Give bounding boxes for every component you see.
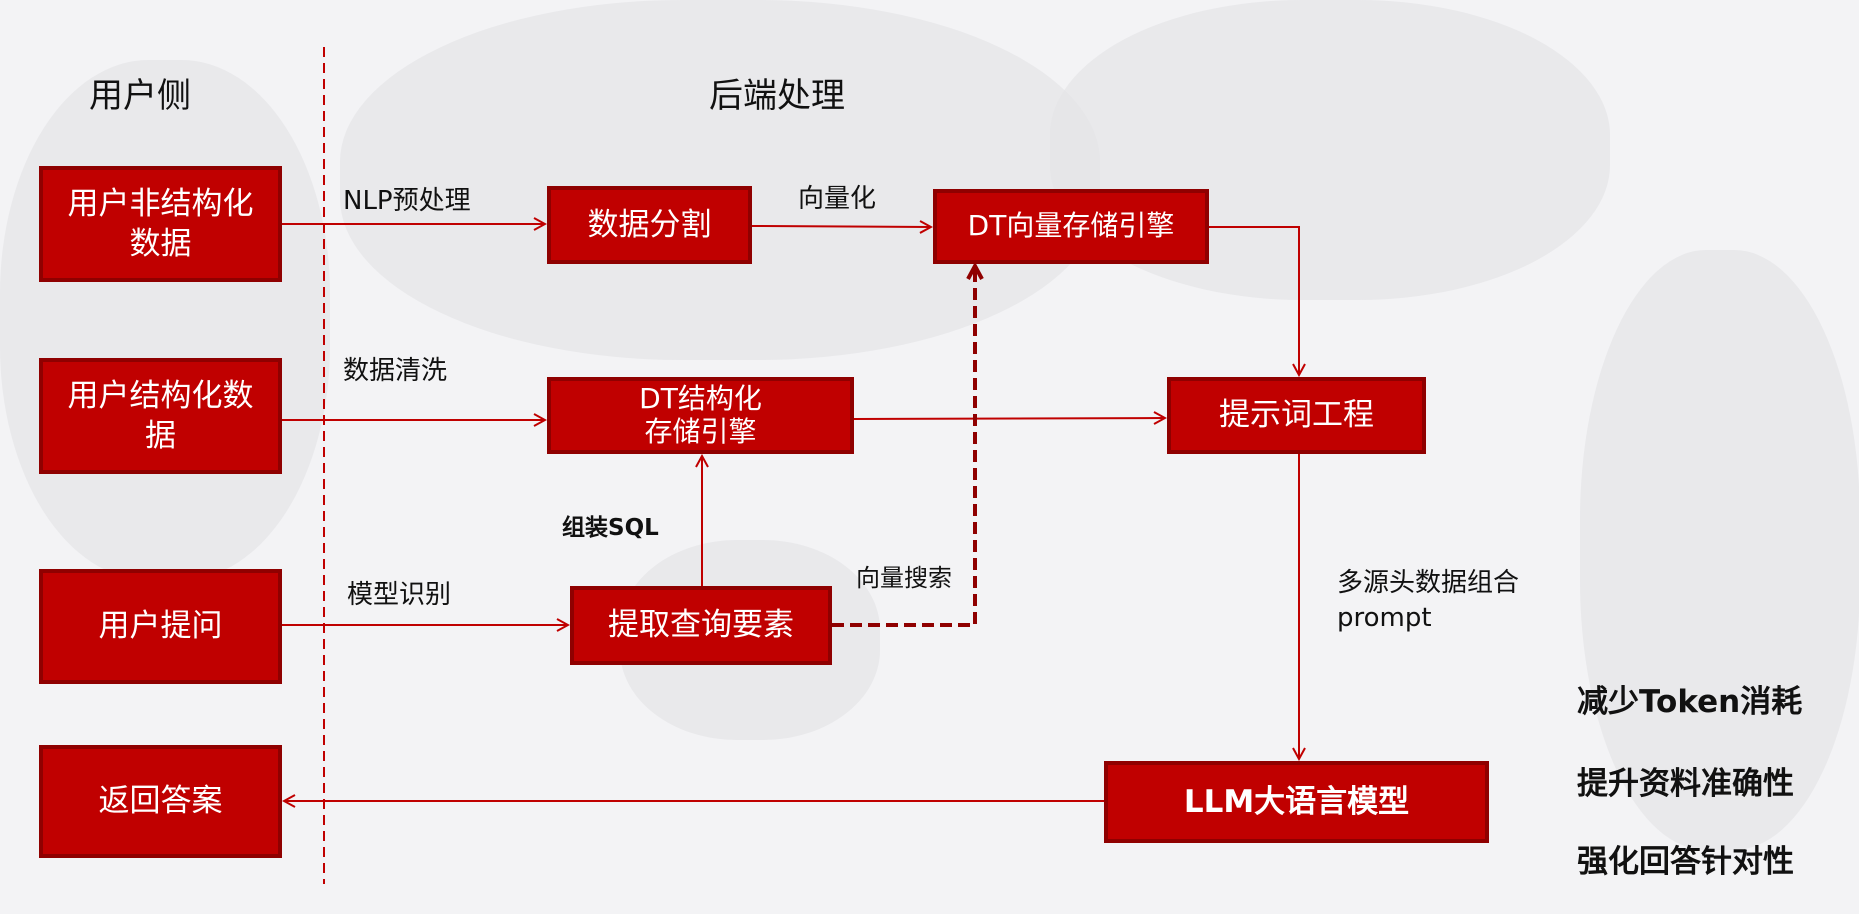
user-structured-data-box: 用户结构化数据 [39, 358, 282, 474]
user-side-heading: 用户侧 [89, 76, 191, 116]
user-question-box: 用户提问 [39, 569, 282, 684]
vector-storage-engine-box: DT向量存储引擎 [933, 189, 1209, 264]
vector-search-label: 向量搜索 [856, 564, 952, 592]
return-answer-box: 返回答案 [39, 745, 282, 858]
data-clean-label: 数据清洗 [343, 356, 448, 386]
benefit-reduce-token: 减少Token消耗 [1577, 684, 1803, 720]
multi-source-label: 多源头数据组合 [1337, 568, 1520, 598]
nlp-preprocess-label: NLP预处理 [343, 186, 471, 216]
world-map-background [0, 60, 330, 580]
vectorize-label: 向量化 [798, 184, 877, 214]
data-split-box: 数据分割 [547, 186, 752, 264]
benefit-relevance: 强化回答针对性 [1577, 844, 1794, 880]
world-map-background [1580, 250, 1859, 850]
prompt-label: prompt [1337, 603, 1432, 633]
assemble-sql-label: 组装SQL [562, 515, 659, 541]
structured-engine-line1: DT结构化 [639, 382, 762, 416]
structured-storage-engine-box: DT结构化 存储引擎 [547, 377, 854, 454]
arrow-vector-to-prompt [1209, 226, 1299, 375]
backend-heading: 后端处理 [709, 76, 845, 116]
structured-engine-line2: 存储引擎 [644, 414, 757, 448]
arrow-split-to-vector [751, 226, 931, 227]
prompt-engineering-box: 提示词工程 [1167, 377, 1426, 454]
arrow-vector-search [832, 266, 975, 627]
arrow-engine-to-prompt [853, 418, 1165, 419]
benefit-accuracy: 提升资料准确性 [1577, 766, 1794, 802]
user-unstructured-data-box: 用户非结构化数据 [39, 166, 282, 282]
model-recognition-label: 模型识别 [347, 580, 452, 610]
extract-query-elements-box: 提取查询要素 [570, 586, 832, 665]
llm-box: LLM大语言模型 [1104, 761, 1489, 843]
